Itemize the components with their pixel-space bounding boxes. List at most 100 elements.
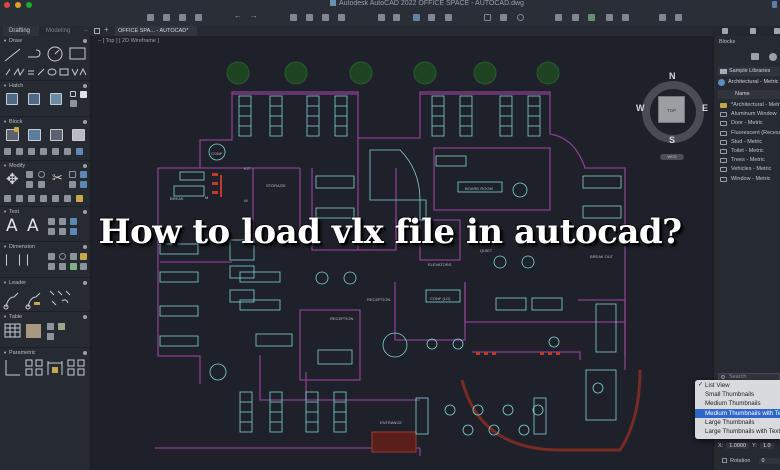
list-item[interactable]: Door - Metric bbox=[720, 119, 780, 128]
plot-icon[interactable] bbox=[290, 14, 297, 21]
dim-tool-2-icon[interactable] bbox=[59, 253, 66, 260]
library-tab-icon[interactable] bbox=[750, 28, 756, 34]
dim-tool-4-icon[interactable] bbox=[80, 253, 87, 260]
more-tab-icon[interactable] bbox=[774, 28, 780, 34]
param-tool-2-icon[interactable] bbox=[35, 359, 43, 367]
batch-plot-icon[interactable] bbox=[338, 14, 345, 21]
create-block-icon[interactable] bbox=[6, 129, 19, 141]
maximize-window-button[interactable] bbox=[26, 2, 32, 8]
dim-tool-1-icon[interactable] bbox=[48, 253, 55, 260]
block-tool-7-icon[interactable] bbox=[76, 148, 83, 155]
lock-icon[interactable] bbox=[52, 367, 58, 373]
rotation-input[interactable]: 0 bbox=[758, 458, 780, 464]
dim-tool-3-icon[interactable] bbox=[70, 253, 77, 260]
stretch-icon[interactable] bbox=[38, 181, 45, 188]
block-tool-1-icon[interactable] bbox=[4, 148, 11, 155]
boundary-icon[interactable] bbox=[50, 93, 62, 105]
geometric-constraint-icon[interactable] bbox=[5, 360, 20, 376]
export-table-icon[interactable] bbox=[58, 323, 65, 330]
pin-icon[interactable] bbox=[83, 314, 87, 319]
viewcube-top-face[interactable]: TOP bbox=[658, 96, 685, 123]
section-header-table[interactable]: ▼Table bbox=[0, 312, 90, 321]
dim-tool-7-icon[interactable] bbox=[70, 263, 77, 270]
list-item[interactable]: Aluminum Window bbox=[720, 110, 780, 119]
redo-icon[interactable]: → bbox=[250, 11, 258, 20]
pin-icon[interactable] bbox=[83, 244, 87, 249]
mirror-icon[interactable] bbox=[26, 181, 33, 188]
list-item[interactable]: Toilet - Metric bbox=[720, 147, 780, 156]
name-column-header[interactable]: Name bbox=[718, 90, 780, 99]
line-icon[interactable] bbox=[4, 48, 21, 62]
text-tool-4-icon[interactable] bbox=[48, 228, 55, 235]
modify-tool-6-icon[interactable] bbox=[64, 195, 71, 202]
gradient-icon[interactable] bbox=[28, 93, 40, 105]
linear-dimension-icon[interactable] bbox=[6, 254, 20, 266]
wipeout-icon[interactable] bbox=[80, 91, 87, 98]
sheet-set-icon[interactable] bbox=[378, 14, 385, 21]
viewcube-east[interactable]: E bbox=[702, 103, 709, 113]
start-grid-icon[interactable] bbox=[94, 28, 100, 34]
array-icon[interactable] bbox=[606, 14, 613, 21]
list-item[interactable]: Trees - Metric bbox=[720, 156, 780, 165]
open-icon[interactable] bbox=[163, 14, 170, 21]
pin-icon[interactable] bbox=[83, 163, 87, 168]
dim-tool-8-icon[interactable] bbox=[80, 263, 87, 270]
pin-icon[interactable] bbox=[83, 83, 87, 88]
edit-attributes-icon[interactable] bbox=[72, 129, 85, 141]
viewcube-compass-ring[interactable] bbox=[642, 81, 704, 143]
menu-item-large-thumbnails[interactable]: Large Thumbnails bbox=[705, 418, 755, 426]
text-tool-3-icon[interactable] bbox=[70, 218, 77, 225]
section-header-dimension[interactable]: ▼Dimension bbox=[0, 242, 90, 251]
revision-cloud-icon[interactable] bbox=[70, 100, 77, 107]
new-tab-plus-icon[interactable]: + bbox=[104, 25, 109, 34]
modify-tool-1-icon[interactable] bbox=[4, 195, 11, 202]
share-icon[interactable] bbox=[659, 14, 666, 21]
menu-item-small-thumbnails[interactable]: Small Thumbnails bbox=[705, 391, 755, 399]
y-scale-input[interactable]: 1.0 bbox=[759, 443, 774, 449]
dimensional-constraint-icon[interactable] bbox=[47, 361, 63, 375]
modify-tool-5-icon[interactable] bbox=[52, 195, 59, 202]
pin-icon[interactable] bbox=[83, 350, 87, 355]
match-properties-icon[interactable] bbox=[555, 14, 562, 21]
minimize-window-button[interactable] bbox=[15, 2, 21, 8]
text-tool-6-icon[interactable] bbox=[70, 228, 77, 235]
rectangle-icon[interactable] bbox=[69, 47, 86, 60]
pin-icon[interactable] bbox=[83, 280, 87, 285]
multileader-icon[interactable] bbox=[5, 292, 19, 308]
library-selector[interactable]: Sample Libraries bbox=[718, 67, 780, 76]
dim-tool-6-icon[interactable] bbox=[59, 263, 66, 270]
group-icon[interactable] bbox=[572, 14, 579, 21]
section-header-draw[interactable]: ▼Draw bbox=[0, 36, 90, 45]
region-icon[interactable] bbox=[70, 91, 76, 97]
link-data-icon[interactable] bbox=[47, 323, 54, 330]
trim-icon[interactable]: ✂ bbox=[52, 170, 63, 185]
insert-icon[interactable] bbox=[445, 14, 452, 21]
rotate-icon[interactable] bbox=[38, 171, 45, 178]
menu-item-medium-thumbnails[interactable]: Medium Thumbnails bbox=[705, 400, 761, 408]
pin-icon[interactable] bbox=[83, 119, 87, 124]
blocks-tab-icon[interactable] bbox=[722, 28, 728, 34]
section-header-hatch[interactable]: ▼Hatch bbox=[0, 81, 90, 90]
modify-tool-2-icon[interactable] bbox=[16, 195, 23, 202]
tab-modeling[interactable]: Modeling bbox=[40, 26, 78, 36]
insert-block-icon[interactable] bbox=[28, 129, 41, 141]
modify-tool-4-icon[interactable] bbox=[40, 195, 47, 202]
orbit-icon[interactable] bbox=[517, 14, 524, 21]
param-tool-1-icon[interactable] bbox=[25, 359, 33, 367]
multiline-text-icon[interactable]: A bbox=[6, 216, 18, 236]
block-tool-5-icon[interactable] bbox=[52, 148, 59, 155]
draw-small-icons[interactable] bbox=[5, 67, 87, 77]
publish-icon[interactable] bbox=[322, 14, 329, 21]
wcs-menu-button[interactable]: WCS bbox=[660, 154, 684, 160]
move-icon[interactable]: ✥ bbox=[6, 171, 19, 188]
measure-icon[interactable] bbox=[622, 14, 629, 21]
circle-icon[interactable] bbox=[47, 46, 63, 62]
array-tool-icon[interactable] bbox=[80, 171, 87, 178]
new-icon[interactable] bbox=[147, 14, 154, 21]
viewcube-north[interactable]: N bbox=[669, 71, 676, 81]
list-item[interactable]: Vehicles - Metric bbox=[720, 165, 780, 174]
text-tool-2-icon[interactable] bbox=[59, 218, 66, 225]
x-scale-input[interactable]: 1.0000 bbox=[726, 443, 750, 449]
save-as-icon[interactable] bbox=[195, 14, 202, 21]
properties-icon[interactable] bbox=[393, 14, 400, 21]
